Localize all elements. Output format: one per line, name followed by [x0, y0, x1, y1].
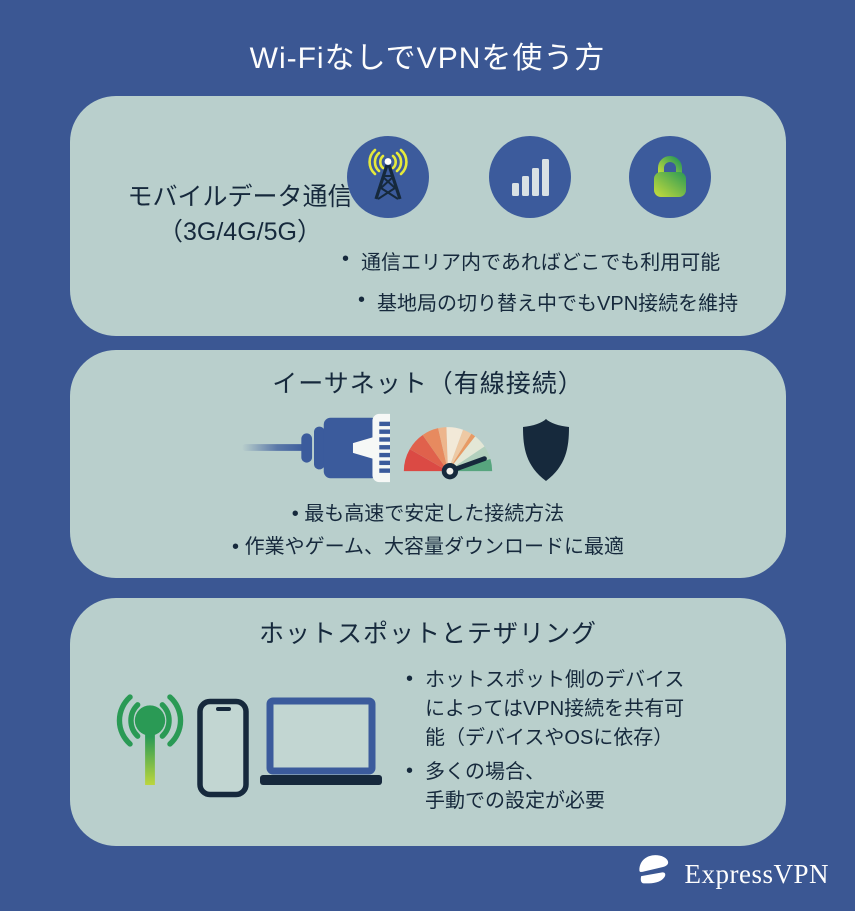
- bullet-item: • 作業やゲーム、大容量ダウンロードに最適: [232, 536, 624, 558]
- bullet-marker: •: [406, 760, 414, 782]
- card-mobile-data-title-line2: （3G/4G/5G）: [158, 218, 322, 246]
- smartphone-icon: [196, 698, 250, 803]
- bullet-item: • 通信エリア内であればどこでも利用可能: [342, 246, 738, 275]
- ethernet-cable-icon: [238, 410, 414, 491]
- cell-tower-icon: [347, 136, 429, 218]
- bullet-item: • 多くの場合、 手動での設定が必要: [406, 758, 766, 816]
- page-title: Wi-FiなしでVPNを使う方: [249, 42, 606, 75]
- card-hotspot-title: ホットスポットとテザリング: [258, 620, 597, 648]
- bullet-item: • 基地局の切り替え中でもVPN接続を維持: [358, 287, 738, 316]
- brand-lockup: ExpressVPN: [631, 852, 830, 897]
- signal-bars-icon: [489, 136, 571, 218]
- bullet-marker: •: [358, 289, 366, 311]
- bullet-text: ホットスポット側のデバイス によってはVPN接続を共有可 能（デバイスやOSに依…: [425, 669, 685, 749]
- bullet-marker: •: [342, 248, 350, 270]
- bullet-text: 多くの場合、 手動での設定が必要: [425, 761, 606, 812]
- ethernet-bullet-list: • 最も高速で安定した接続方法 • 作業やゲーム、大容量ダウンロードに最適: [70, 498, 786, 564]
- laptop-icon: [258, 696, 384, 795]
- bullet-item: • 最も高速で安定した接続方法: [291, 503, 565, 525]
- mobile-data-bullet-list: • 通信エリア内であればどこでも利用可能 • 基地局の切り替え中でもVPN接続を…: [342, 246, 738, 328]
- bullet-marker: •: [406, 668, 414, 690]
- ethernet-icons-row: [70, 350, 786, 500]
- bullet-item: • ホットスポット側のデバイス によってはVPN接続を共有可 能（デバイスやOS…: [406, 666, 766, 753]
- hotspot-bullet-list: • ホットスポット側のデバイス によってはVPN接続を共有可 能（デバイスやOS…: [406, 666, 766, 821]
- shield-icon: [516, 413, 576, 494]
- bullet-text: 通信エリア内であればどこでも利用可能: [361, 252, 721, 274]
- card-hotspot-tethering: ホットスポットとテザリング: [70, 598, 786, 846]
- lock-icon: [629, 136, 711, 218]
- speedometer-icon: [400, 420, 496, 487]
- card-mobile-data-title-line1: モバイルデータ通信: [127, 183, 353, 211]
- expressvpn-logo-icon: [631, 852, 675, 897]
- brand-name: ExpressVPN: [684, 859, 829, 889]
- card-ethernet: イーサネット（有線接続）: [70, 350, 786, 578]
- bullet-text: 基地局の切り替え中でもVPN接続を維持: [377, 293, 739, 315]
- card-ethernet-title: イーサネット（有線接続）: [272, 370, 584, 398]
- antenna-icon: [106, 692, 194, 797]
- card-mobile-data: モバイルデータ通信 （3G/4G/5G）: [70, 96, 786, 336]
- card-mobile-data-title: モバイルデータ通信 （3G/4G/5G）: [90, 180, 390, 250]
